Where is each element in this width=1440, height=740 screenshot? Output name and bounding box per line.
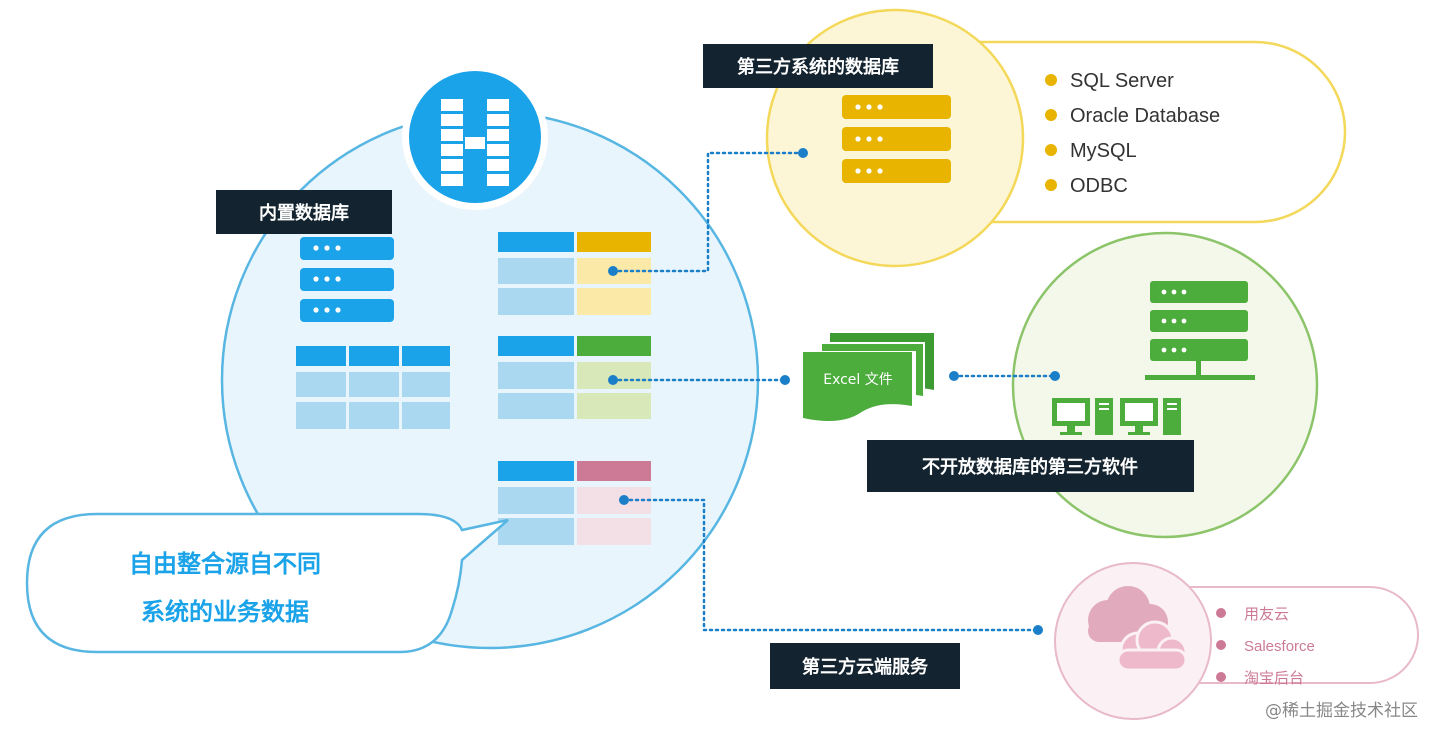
db-list-label: ODBC [1070,175,1128,197]
cloud-list-label: 淘宝后台 [1244,669,1304,687]
software-label-box [867,440,1194,492]
cloud-list: 用友云 Salesforce 淘宝后台 [1216,605,1315,687]
callout-bubble: 自由整合源自不同 系统的业务数据 [25,512,509,654]
connector-pink [622,498,1040,632]
connector-dots [608,148,1060,635]
computer-icon [1120,398,1181,435]
db-list-label: SQL Server [1070,70,1174,92]
h-logo-icon [402,64,548,210]
third-party-db-group: SQL Server Oracle Database MySQL ODBC 第三… [703,8,1347,268]
bullet-icon [1216,608,1226,618]
cloud-list-label: Salesforce [1244,638,1315,655]
green-table-icon [498,336,651,419]
bullet-icon [1045,109,1057,121]
server-icon [1145,281,1255,380]
connector-lines [611,151,1057,632]
db-list-item: Oracle Database [1045,105,1220,127]
database-list: SQL Server Oracle Database MySQL ODBC [1045,70,1220,197]
db-list-item: SQL Server [1045,70,1174,92]
third-party-db-label-box [703,44,933,88]
bullet-icon [1216,640,1226,650]
excel-file-label: Excel 文件 [823,372,893,388]
db-list-label: Oracle Database [1070,105,1220,127]
bullet-icon [1045,144,1057,156]
db-list-item: ODBC [1045,175,1128,197]
no-open-db-software-group: 不开放数据库的第三方软件 [867,231,1319,539]
cloud-icon [1116,620,1188,672]
db-list-label: MySQL [1070,140,1137,162]
cloud-services-label-box [770,643,960,689]
cloud-list-item: Salesforce [1216,638,1315,655]
cloud-list-item: 淘宝后台 [1216,669,1304,687]
callout-line-1: 自由整合源自不同 [129,550,321,578]
pink-table-icon [498,461,651,545]
bullet-icon [1045,179,1057,191]
excel-file-icon: Excel 文件 [803,333,934,423]
builtin-table-icon [296,346,450,429]
connector-yellow [611,151,805,273]
callout-line-2: 系统的业务数据 [141,598,309,626]
builtin-db-label: 内置数据库 [259,202,349,224]
computer-icon [1052,398,1113,435]
watermark: @稀土掘金技术社区 [1265,701,1418,721]
cloud-services-group: 用友云 Salesforce 淘宝后台 [1054,562,1419,720]
db-list-item: MySQL [1045,140,1137,162]
cloud-list-label: 用友云 [1244,605,1289,623]
cloud-list-item: 用友云 [1216,605,1289,623]
builtin-db-server-icon [300,237,394,322]
software-label: 不开放数据库的第三方软件 [922,456,1138,478]
cloud-services-label: 第三方云端服务 [802,656,929,678]
bullet-icon [1045,74,1057,86]
builtin-db-label-box [216,190,392,234]
database-server-icon [842,95,951,183]
third-party-db-label: 第三方系统的数据库 [737,56,899,78]
bullet-icon [1216,672,1226,682]
